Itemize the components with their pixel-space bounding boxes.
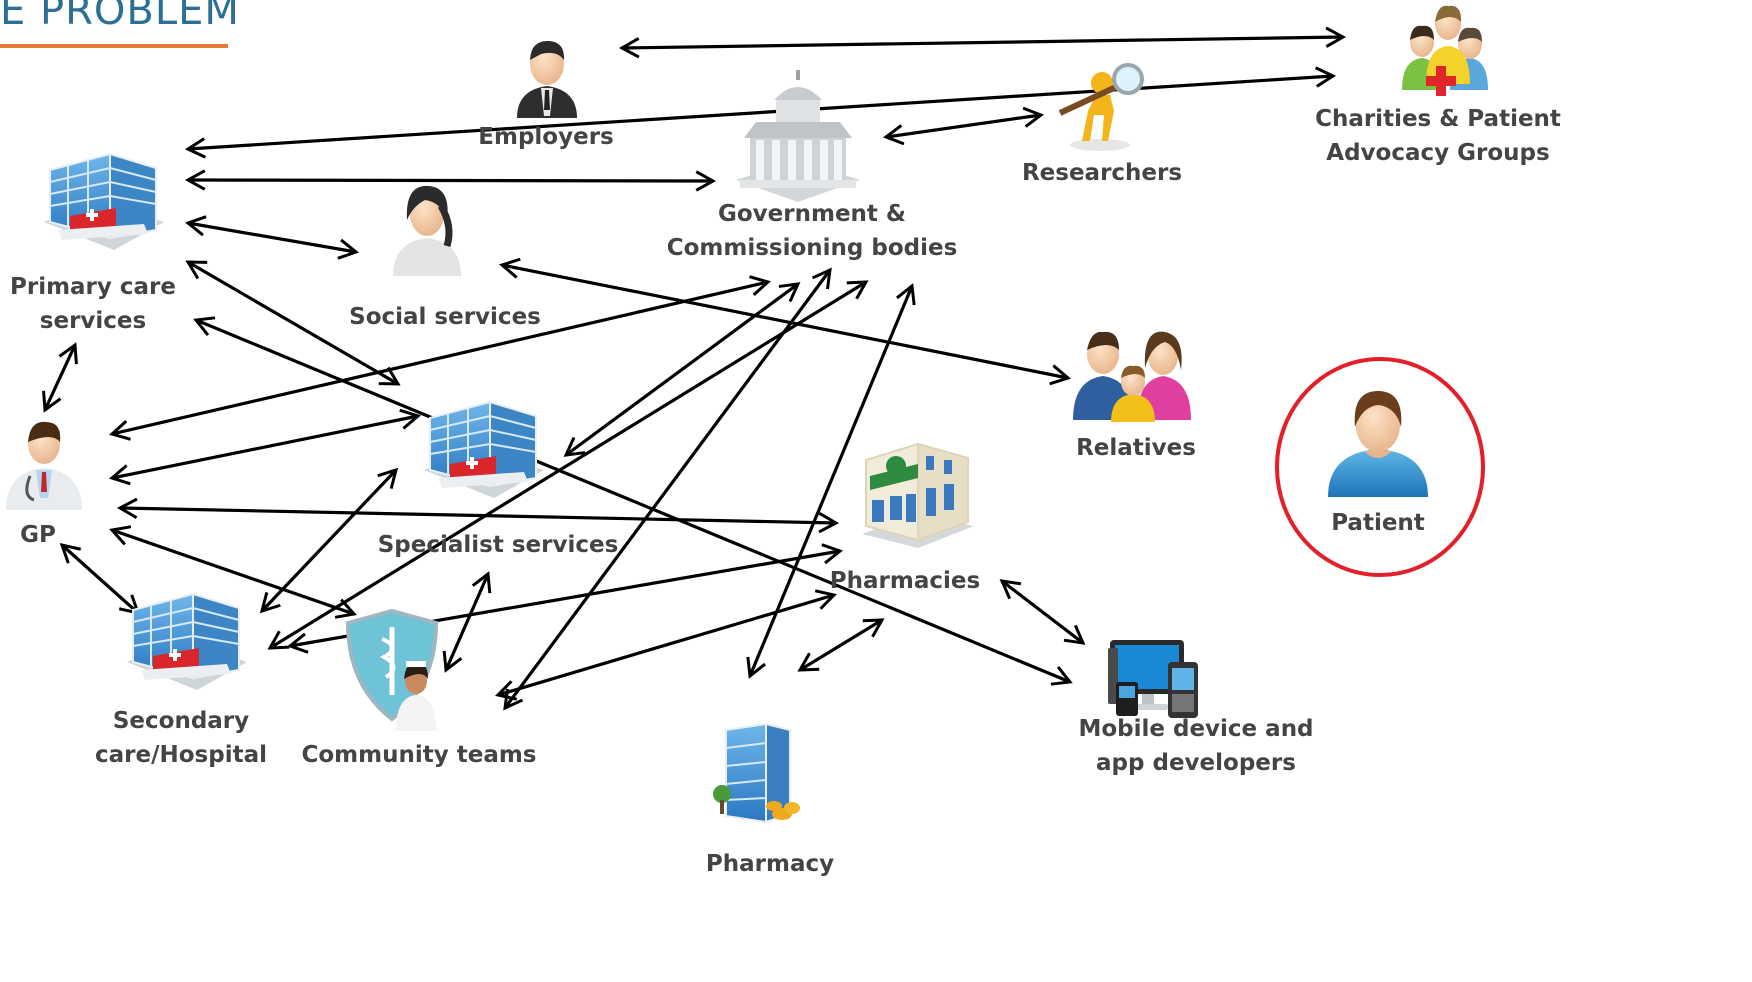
researcher-magnifier-icon — [1058, 63, 1144, 151]
patient-label: Patient — [1331, 506, 1425, 540]
arrow-primary-charities — [184, 66, 1337, 159]
gp-label-text: GP — [20, 522, 56, 548]
charities-label: Charities & Patient Advocacy Groups — [1315, 102, 1561, 170]
female-worker-icon — [393, 185, 461, 276]
pharmacy-label-text: Pharmacy — [705, 851, 835, 877]
charities-label-line-1: Charities & Patient — [1315, 106, 1561, 132]
relatives-label-text: Relatives — [1076, 435, 1196, 461]
pharma-industry-icon — [713, 722, 800, 824]
arrow-primary-gp — [42, 342, 78, 413]
arrow-community-specialist — [442, 571, 492, 673]
arrow-gp-specialist — [108, 408, 422, 486]
government-building-icon — [736, 70, 860, 202]
slide-title: E PROBLEM — [0, 0, 240, 34]
arrow-specialist-government — [563, 282, 801, 457]
arrow-gp-community — [109, 525, 357, 619]
pharmacy-label: Pharmacy — [706, 847, 834, 881]
group-with-red-cross-icon — [1402, 5, 1488, 96]
pharmacies-label-text: Pharmacies — [829, 568, 981, 594]
community-teams-label-text: Community teams — [301, 742, 537, 768]
primary-care-label-line-1: Primary care — [9, 274, 177, 300]
title-underline — [0, 44, 228, 48]
government-label: Government & Commissioning bodies — [667, 197, 958, 265]
government-label-line-2: Commissioning bodies — [666, 235, 958, 261]
arrow-pharmacy-pharmacies — [797, 618, 885, 672]
specialist-services-label-text: Specialist services — [377, 532, 619, 558]
secondary-care-label: Secondary care/Hospital — [95, 704, 267, 772]
hospital-building-icon — [43, 153, 165, 251]
arrow-primary-social — [184, 215, 360, 260]
hospital-building-icon — [423, 401, 545, 499]
devices-icon — [1108, 640, 1198, 718]
patient-label-text: Patient — [1331, 510, 1425, 536]
employers-label-text: Employers — [478, 124, 614, 150]
arrow-government-researchers — [882, 106, 1045, 146]
mobile-developers-label-line-2: app developers — [1096, 750, 1296, 776]
employers-label: Employers — [478, 120, 613, 154]
government-label-line-1: Government & — [717, 201, 906, 227]
researchers-label: Researchers — [1022, 156, 1182, 190]
pharmacy-store-icon — [862, 442, 974, 548]
patient-highlight-ring — [1275, 357, 1485, 577]
mobile-developers-label: Mobile device and app developers — [1078, 712, 1313, 780]
arrow-employers-charities — [618, 26, 1347, 59]
arrow-gp-secondary — [59, 542, 141, 616]
arrow-community-pharmacies — [495, 589, 837, 701]
social-services-label: Social services — [349, 300, 541, 334]
arrow-pharmacy-government — [746, 283, 916, 679]
connection-arrows — [42, 26, 1347, 711]
primary-care-label-line-2: services — [39, 308, 147, 334]
arrow-social-relatives — [498, 257, 1072, 386]
patient-person-icon — [1328, 391, 1428, 497]
arrow-secondary-government — [267, 280, 869, 650]
relatives-label: Relatives — [1076, 431, 1196, 465]
arrow-pharmacies-mobile — [999, 579, 1086, 645]
researchers-label-text: Researchers — [1021, 160, 1183, 186]
gp-label: GP — [20, 518, 56, 552]
family-icon — [1073, 331, 1191, 422]
charities-label-line-2: Advocacy Groups — [1326, 140, 1550, 166]
pharmacies-label: Pharmacies — [830, 564, 980, 598]
arrow-primary-government — [184, 169, 717, 192]
arrow-community-government — [503, 267, 832, 711]
specialist-services-label: Specialist services — [378, 528, 619, 562]
social-services-label-text: Social services — [349, 304, 541, 330]
secondary-care-label-line-1: Secondary — [112, 708, 250, 734]
doctor-icon — [6, 421, 82, 510]
secondary-care-label-line-2: care/Hospital — [95, 742, 267, 768]
community-teams-label: Community teams — [301, 738, 536, 772]
mobile-developers-label-line-1: Mobile device and — [1078, 716, 1314, 742]
hospital-building-icon — [126, 593, 248, 691]
businessman-icon — [517, 40, 577, 118]
nurse-shield-icon — [345, 608, 439, 731]
arrow-secondary-specialist — [259, 467, 399, 614]
primary-care-label: Primary care services — [10, 270, 176, 338]
